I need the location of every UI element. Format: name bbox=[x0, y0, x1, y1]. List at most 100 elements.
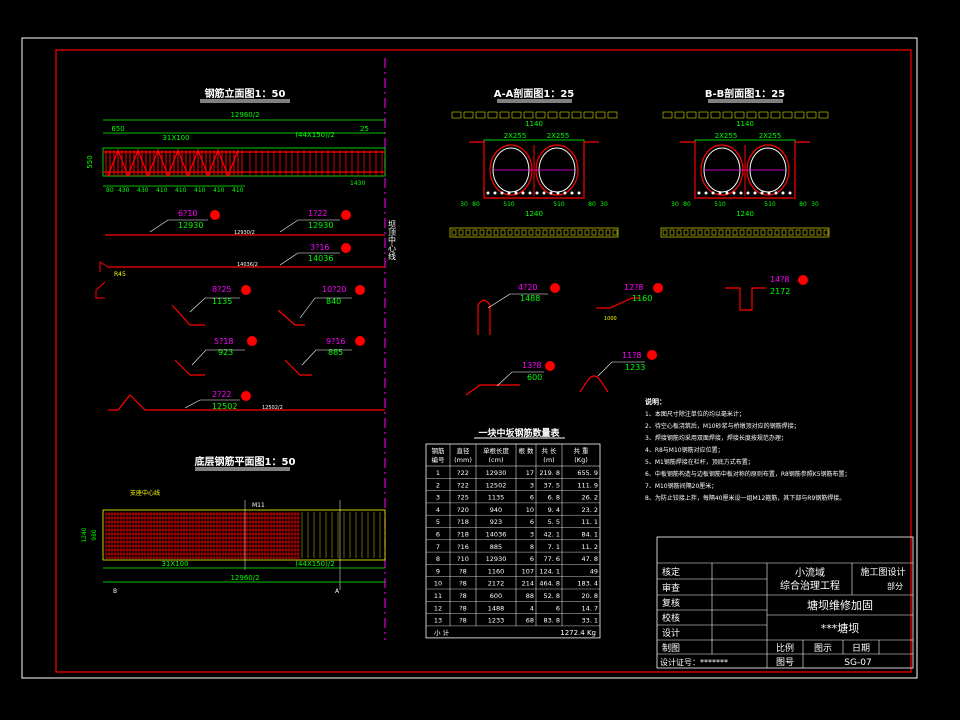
plan-cell bbox=[493, 229, 499, 236]
table-header-cell: 编号 bbox=[432, 455, 446, 464]
longitudinal-bar bbox=[514, 191, 518, 195]
top-cell bbox=[794, 111, 805, 119]
bar-14-callout bbox=[798, 275, 808, 285]
bar-6-leader bbox=[149, 219, 208, 233]
top-cell bbox=[583, 111, 594, 119]
table-cell: 42. 1 bbox=[543, 531, 560, 539]
longitudinal-bar bbox=[556, 191, 560, 195]
table-cell: 3 bbox=[530, 531, 534, 539]
plan-dim-h2: 980 bbox=[91, 529, 98, 541]
bar-12-length: 1160 bbox=[632, 294, 652, 303]
table-cell: 1135 bbox=[488, 494, 505, 502]
dim-bottom-value: 410 bbox=[213, 187, 225, 194]
table-cell: 23. 2 bbox=[581, 506, 598, 514]
table-cell: ?8 bbox=[459, 604, 467, 612]
dim-1430: 1430 bbox=[350, 180, 365, 187]
plan-cell bbox=[563, 229, 569, 236]
bar-9-spec: 9?16 bbox=[326, 337, 346, 346]
bar-10-leader bbox=[299, 297, 352, 319]
table-cell: 52. 8 bbox=[543, 592, 560, 600]
table-cell: 2172 bbox=[488, 580, 505, 588]
section-dim-value: 30 bbox=[811, 201, 819, 208]
plan-cell bbox=[598, 229, 604, 236]
plan-outline bbox=[102, 509, 386, 561]
longitudinal-bar bbox=[570, 191, 574, 195]
top-cell bbox=[710, 111, 721, 119]
longitudinal-bar bbox=[760, 191, 764, 195]
tb-scale-value: 图示 bbox=[814, 643, 832, 654]
plan-cell bbox=[816, 229, 822, 236]
longitudinal-bar bbox=[577, 191, 581, 195]
table-cell: 12 bbox=[434, 604, 442, 612]
plan-cell bbox=[753, 229, 759, 236]
title-rebar-elevation: 钢筋立面图1：50 bbox=[205, 87, 286, 100]
table-total-value: 1272.4 Kg bbox=[560, 629, 596, 637]
plan-cell bbox=[739, 229, 745, 236]
section-aa-sub-right: 2X255 bbox=[547, 132, 570, 140]
table-cell: 1160 bbox=[488, 567, 505, 575]
table-cell: 12930 bbox=[486, 469, 507, 477]
plan-cell bbox=[704, 229, 710, 236]
title-bottom-plan: 底层钢筋平面图1：50 bbox=[195, 455, 296, 468]
tb-drawing-no-label: 图号 bbox=[776, 657, 794, 668]
elevation-body bbox=[102, 147, 386, 177]
bar-2-half: 12502/2 bbox=[262, 405, 283, 411]
bar-13-spec: 13?8 bbox=[522, 361, 542, 370]
bar-1-spec: 1?22 bbox=[308, 209, 328, 218]
top-cell bbox=[698, 111, 709, 119]
bar-2-spec: 2?22 bbox=[212, 390, 232, 399]
tb-part: 部分 bbox=[887, 581, 903, 591]
note-item: 6、中板钢筋构造与边板钢筋中板对称的原则布置，R8钢筋参照K5钢筋布置； bbox=[645, 470, 851, 478]
bar-9-length: 885 bbox=[328, 348, 343, 357]
bar-10-callout bbox=[355, 285, 365, 295]
dim-spacing-left: 31X100 bbox=[162, 134, 189, 142]
inner-frame bbox=[55, 49, 912, 673]
plan-cell bbox=[521, 229, 527, 236]
top-cell bbox=[451, 111, 462, 119]
longitudinal-bar bbox=[493, 191, 497, 195]
section-dim-value: 510 bbox=[503, 201, 515, 208]
plan-cell bbox=[795, 229, 801, 236]
bar-11-length: 1233 bbox=[625, 363, 645, 372]
dim-bottom-value: 430 bbox=[137, 187, 149, 194]
plan-cell bbox=[662, 229, 668, 236]
longitudinal-bar bbox=[535, 191, 539, 195]
bar-4-leader bbox=[487, 293, 548, 309]
tb-review-5: 设计 bbox=[662, 627, 680, 639]
tb-date-label: 日期 bbox=[852, 643, 870, 654]
table-cell: 7 bbox=[436, 543, 440, 551]
dim-spacing-right: (44X150)/2 bbox=[295, 131, 334, 139]
top-cell bbox=[770, 111, 781, 119]
dim-bottom-value: 410 bbox=[232, 187, 244, 194]
top-cell bbox=[571, 111, 582, 119]
table-header-cell: 共 长 bbox=[541, 446, 557, 455]
bar-6-length: 12930 bbox=[178, 221, 203, 230]
table-cell: 6. 8 bbox=[548, 494, 560, 502]
bar-14-shape bbox=[725, 287, 766, 311]
table-cell: 4 bbox=[530, 604, 534, 612]
dim-height: 550 bbox=[86, 155, 94, 168]
table-header-cell: 钢筋 bbox=[432, 446, 446, 455]
dim-total: 12960/2 bbox=[230, 111, 259, 119]
dim-bottom-value: 430 bbox=[118, 187, 130, 194]
table-cell: 6 bbox=[436, 531, 440, 539]
title-block bbox=[656, 536, 914, 669]
bar-2-length: 12502 bbox=[212, 402, 237, 411]
plan-cell bbox=[711, 229, 717, 236]
table-cell: 5 bbox=[436, 518, 440, 526]
table-cell: ?8 bbox=[459, 580, 467, 588]
plan-cell bbox=[458, 229, 464, 236]
longitudinal-bar bbox=[500, 191, 504, 195]
plan-cell bbox=[472, 229, 478, 236]
longitudinal-bar bbox=[697, 191, 701, 195]
table-cell: 17 bbox=[526, 469, 534, 477]
table-header-cell: (cm) bbox=[489, 456, 504, 464]
table-cell: 464. 8 bbox=[539, 580, 560, 588]
plan-cell bbox=[514, 229, 520, 236]
table-cell: 4 bbox=[436, 506, 440, 514]
tb-cert: 设计证号：******* bbox=[660, 657, 728, 667]
tb-review-6: 制图 bbox=[662, 642, 680, 654]
plan-dim-total: 12960/2 bbox=[230, 574, 259, 582]
table-header-cell: 直径 bbox=[457, 446, 471, 455]
